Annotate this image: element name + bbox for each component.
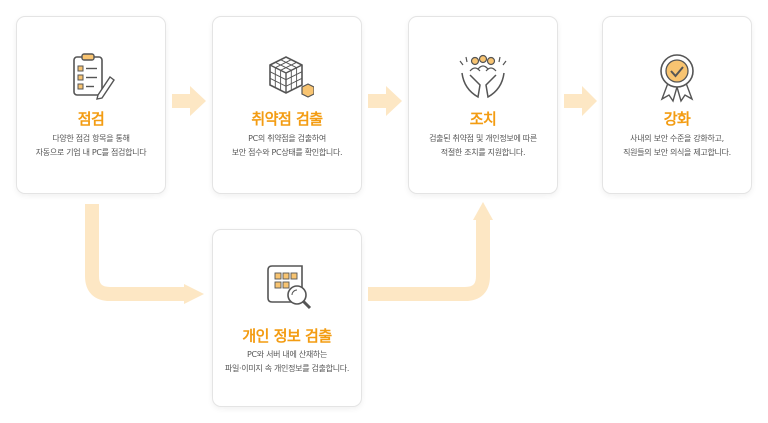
step-description: 다양한 점검 항목을 통해 자동으로 기업 내 PC를 점검합니다 (23, 132, 159, 160)
people-hands-icon (459, 54, 507, 99)
desc-line: PC와 서버 내에 산재하는 (246, 350, 328, 359)
desc-line: 사내의 보안 수준을 강화하고, (630, 134, 724, 143)
step-title: 강화 (663, 110, 691, 128)
step-card-inspect: 점검 다양한 점검 항목을 통해 자동으로 기업 내 PC를 점검합니다 (16, 16, 166, 194)
step-title: 개인 정보 검출 (242, 327, 332, 345)
arrow-up-right-icon (368, 218, 490, 301)
desc-line: 파일·이미지 속 개인정보를 검출합니다. (224, 364, 350, 373)
step-title: 점검 (77, 110, 105, 128)
step-card-personal-info: 개인 정보 검출 PC와 서버 내에 산재하는 파일·이미지 속 개인정보를 검… (212, 229, 362, 407)
arrow-2-icon (368, 86, 402, 116)
desc-line: 보안 점수와 PC상태를 확인합니다. (231, 148, 343, 157)
step-description: 검출된 취약점 및 개인정보에 따른 적절한 조치를 지원합니다. (415, 132, 551, 160)
step-title: 조치 (469, 110, 497, 128)
desc-line: 다양한 점검 항목을 통해 (52, 134, 130, 143)
step-description: PC와 서버 내에 산재하는 파일·이미지 속 개인정보를 검출합니다. (219, 348, 355, 376)
step-card-action: 조치 검출된 취약점 및 개인정보에 따른 적절한 조치를 지원합니다. (408, 16, 558, 194)
step-description: 사내의 보안 수준을 강화하고, 직원들의 보안 의식을 제고합니다. (609, 132, 745, 160)
arrow-3-icon (564, 86, 597, 116)
step-card-vulnerability: 취약점 검출 PC의 취약점을 검출하여 보안 점수와 PC상태를 확인합니다. (212, 16, 362, 194)
step-card-reinforce: 강화 사내의 보안 수준을 강화하고, 직원들의 보안 의식을 제고합니다. (602, 16, 752, 194)
desc-line: 직원들의 보안 의식을 제고합니다. (623, 148, 731, 157)
step-title: 취약점 검출 (251, 110, 323, 128)
desc-line: 적절한 조치를 지원합니다. (440, 148, 526, 157)
clipboard-checklist-icon (73, 53, 115, 100)
arrow-1-icon (172, 86, 206, 116)
cube-grid-icon (269, 56, 314, 98)
document-magnifier-icon (267, 265, 312, 310)
badge-check-icon (660, 54, 694, 103)
desc-line: 자동으로 기업 내 PC를 점검합니다 (35, 148, 147, 157)
desc-line: 검출된 취약점 및 개인정보에 따른 (429, 134, 537, 143)
step-description: PC의 취약점을 검출하여 보안 점수와 PC상태를 확인합니다. (219, 132, 355, 160)
desc-line: PC의 취약점을 검출하여 (248, 134, 326, 143)
arrow-down-right-icon (85, 204, 186, 301)
